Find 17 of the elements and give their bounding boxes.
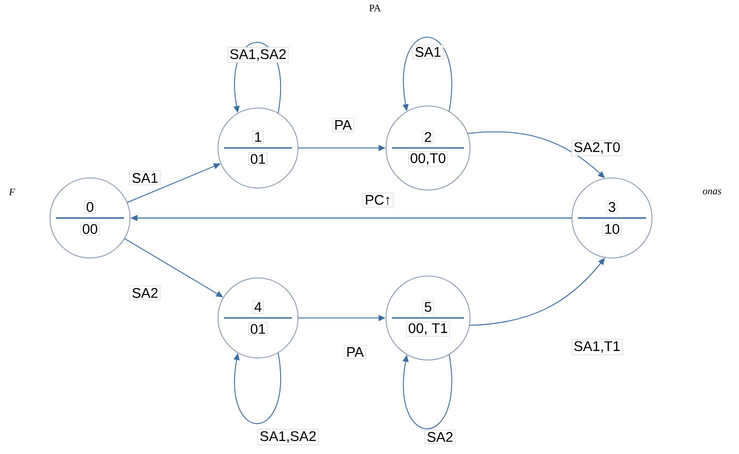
edge-label: SA1,T1 <box>571 339 623 355</box>
edge-label: PA <box>344 344 366 359</box>
arrow <box>402 354 452 430</box>
edge-label: PA <box>332 118 354 132</box>
stray-text: PA <box>369 4 381 12</box>
edge-label: SA2,T0 <box>571 140 623 156</box>
arrow <box>402 36 452 112</box>
arrow <box>234 352 281 424</box>
edge-label: SA2 <box>130 286 160 300</box>
edge-label: SA1,SA2 <box>257 429 319 445</box>
edge-label: SA1 <box>412 44 444 60</box>
stray-text: onas <box>702 190 722 194</box>
edge-label: PC↑ <box>362 192 394 208</box>
edge-label: SA1,SA2 <box>227 47 289 63</box>
stray-text: F <box>8 188 16 196</box>
edge-label: SA2 <box>424 430 456 444</box>
edge-label: SA1 <box>130 170 160 186</box>
